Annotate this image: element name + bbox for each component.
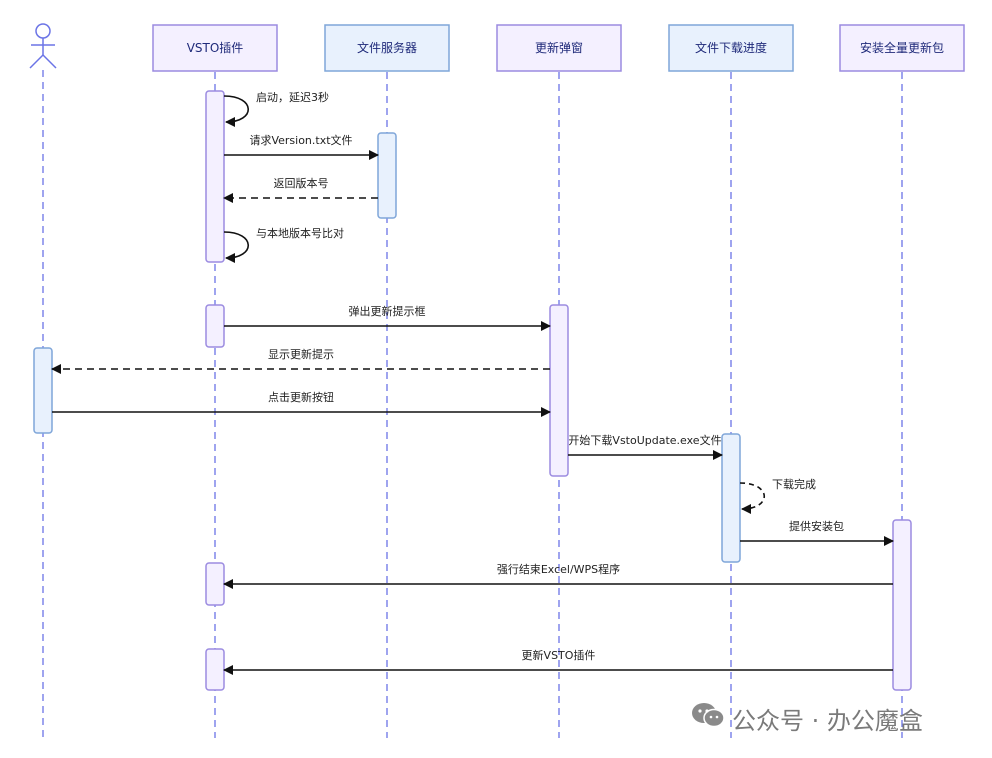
participant-fs: 文件服务器 bbox=[324, 24, 450, 72]
participant-progress: 文件下载进度 bbox=[668, 24, 794, 72]
message: 返回版本号 bbox=[223, 176, 378, 203]
activation-vsto bbox=[205, 648, 225, 691]
message-label: 请求Version.txt文件 bbox=[249, 133, 352, 147]
message: 开始下载VstoUpdate.exe文件 bbox=[568, 433, 723, 460]
activation-progress bbox=[721, 433, 741, 563]
message: 提供安装包 bbox=[740, 519, 894, 546]
participant-box bbox=[839, 24, 965, 72]
participant-label: 安装全量更新包 bbox=[860, 40, 944, 55]
message: 显示更新提示 bbox=[51, 347, 550, 374]
message: 强行结束Excel/WPS程序 bbox=[223, 562, 893, 589]
participant-box bbox=[496, 24, 622, 72]
activation-vsto bbox=[205, 90, 225, 263]
self-message-arrow bbox=[223, 95, 250, 127]
message-label: 强行结束Excel/WPS程序 bbox=[497, 562, 620, 576]
participant-box bbox=[152, 24, 278, 72]
participant-label: 文件服务器 bbox=[357, 40, 417, 55]
message: 请求Version.txt文件 bbox=[224, 133, 379, 160]
participant-label: 文件下载进度 bbox=[695, 40, 767, 55]
actor-icon bbox=[29, 23, 57, 69]
message-label: 提供安装包 bbox=[789, 519, 844, 533]
message-label: 弹出更新提示框 bbox=[349, 304, 426, 318]
activation-fs bbox=[377, 132, 397, 219]
message: 点击更新按钮 bbox=[52, 390, 551, 417]
message: 下载完成 bbox=[739, 477, 816, 514]
message: 更新VSTO插件 bbox=[223, 648, 893, 675]
watermark: 公众号 · 办公魔盒 bbox=[690, 700, 923, 736]
message-label: 返回版本号 bbox=[274, 176, 329, 190]
participant-popup: 更新弹窗 bbox=[496, 24, 622, 72]
wechat-icon bbox=[690, 701, 726, 735]
participant-box bbox=[668, 24, 794, 72]
participant-vsto: VSTO插件 bbox=[152, 24, 278, 72]
activation-user bbox=[33, 347, 53, 434]
self-message-arrow bbox=[739, 482, 766, 514]
message-label: 启动，延迟3秒 bbox=[256, 90, 329, 104]
activation-vsto bbox=[205, 304, 225, 348]
participant-label: 更新弹窗 bbox=[535, 40, 583, 55]
participant-label: VSTO插件 bbox=[187, 41, 244, 55]
message-label: 点击更新按钮 bbox=[268, 390, 334, 404]
activation-installer bbox=[892, 519, 912, 691]
message-label: 与本地版本号比对 bbox=[256, 226, 344, 240]
message-label: 开始下载VstoUpdate.exe文件 bbox=[568, 433, 721, 447]
message: 与本地版本号比对 bbox=[223, 226, 344, 263]
message: 弹出更新提示框 bbox=[224, 304, 551, 331]
watermark-text: 公众号 · 办公魔盒 bbox=[732, 706, 923, 735]
message-label: 下载完成 bbox=[772, 477, 816, 491]
participant-box bbox=[324, 24, 450, 72]
message-label: 显示更新提示 bbox=[268, 347, 334, 361]
message: 启动，延迟3秒 bbox=[223, 90, 329, 127]
message-label: 更新VSTO插件 bbox=[522, 648, 596, 662]
activation-popup bbox=[549, 304, 569, 477]
activation-vsto bbox=[205, 562, 225, 606]
participant-installer: 安装全量更新包 bbox=[839, 24, 965, 72]
self-message-arrow bbox=[223, 231, 250, 263]
